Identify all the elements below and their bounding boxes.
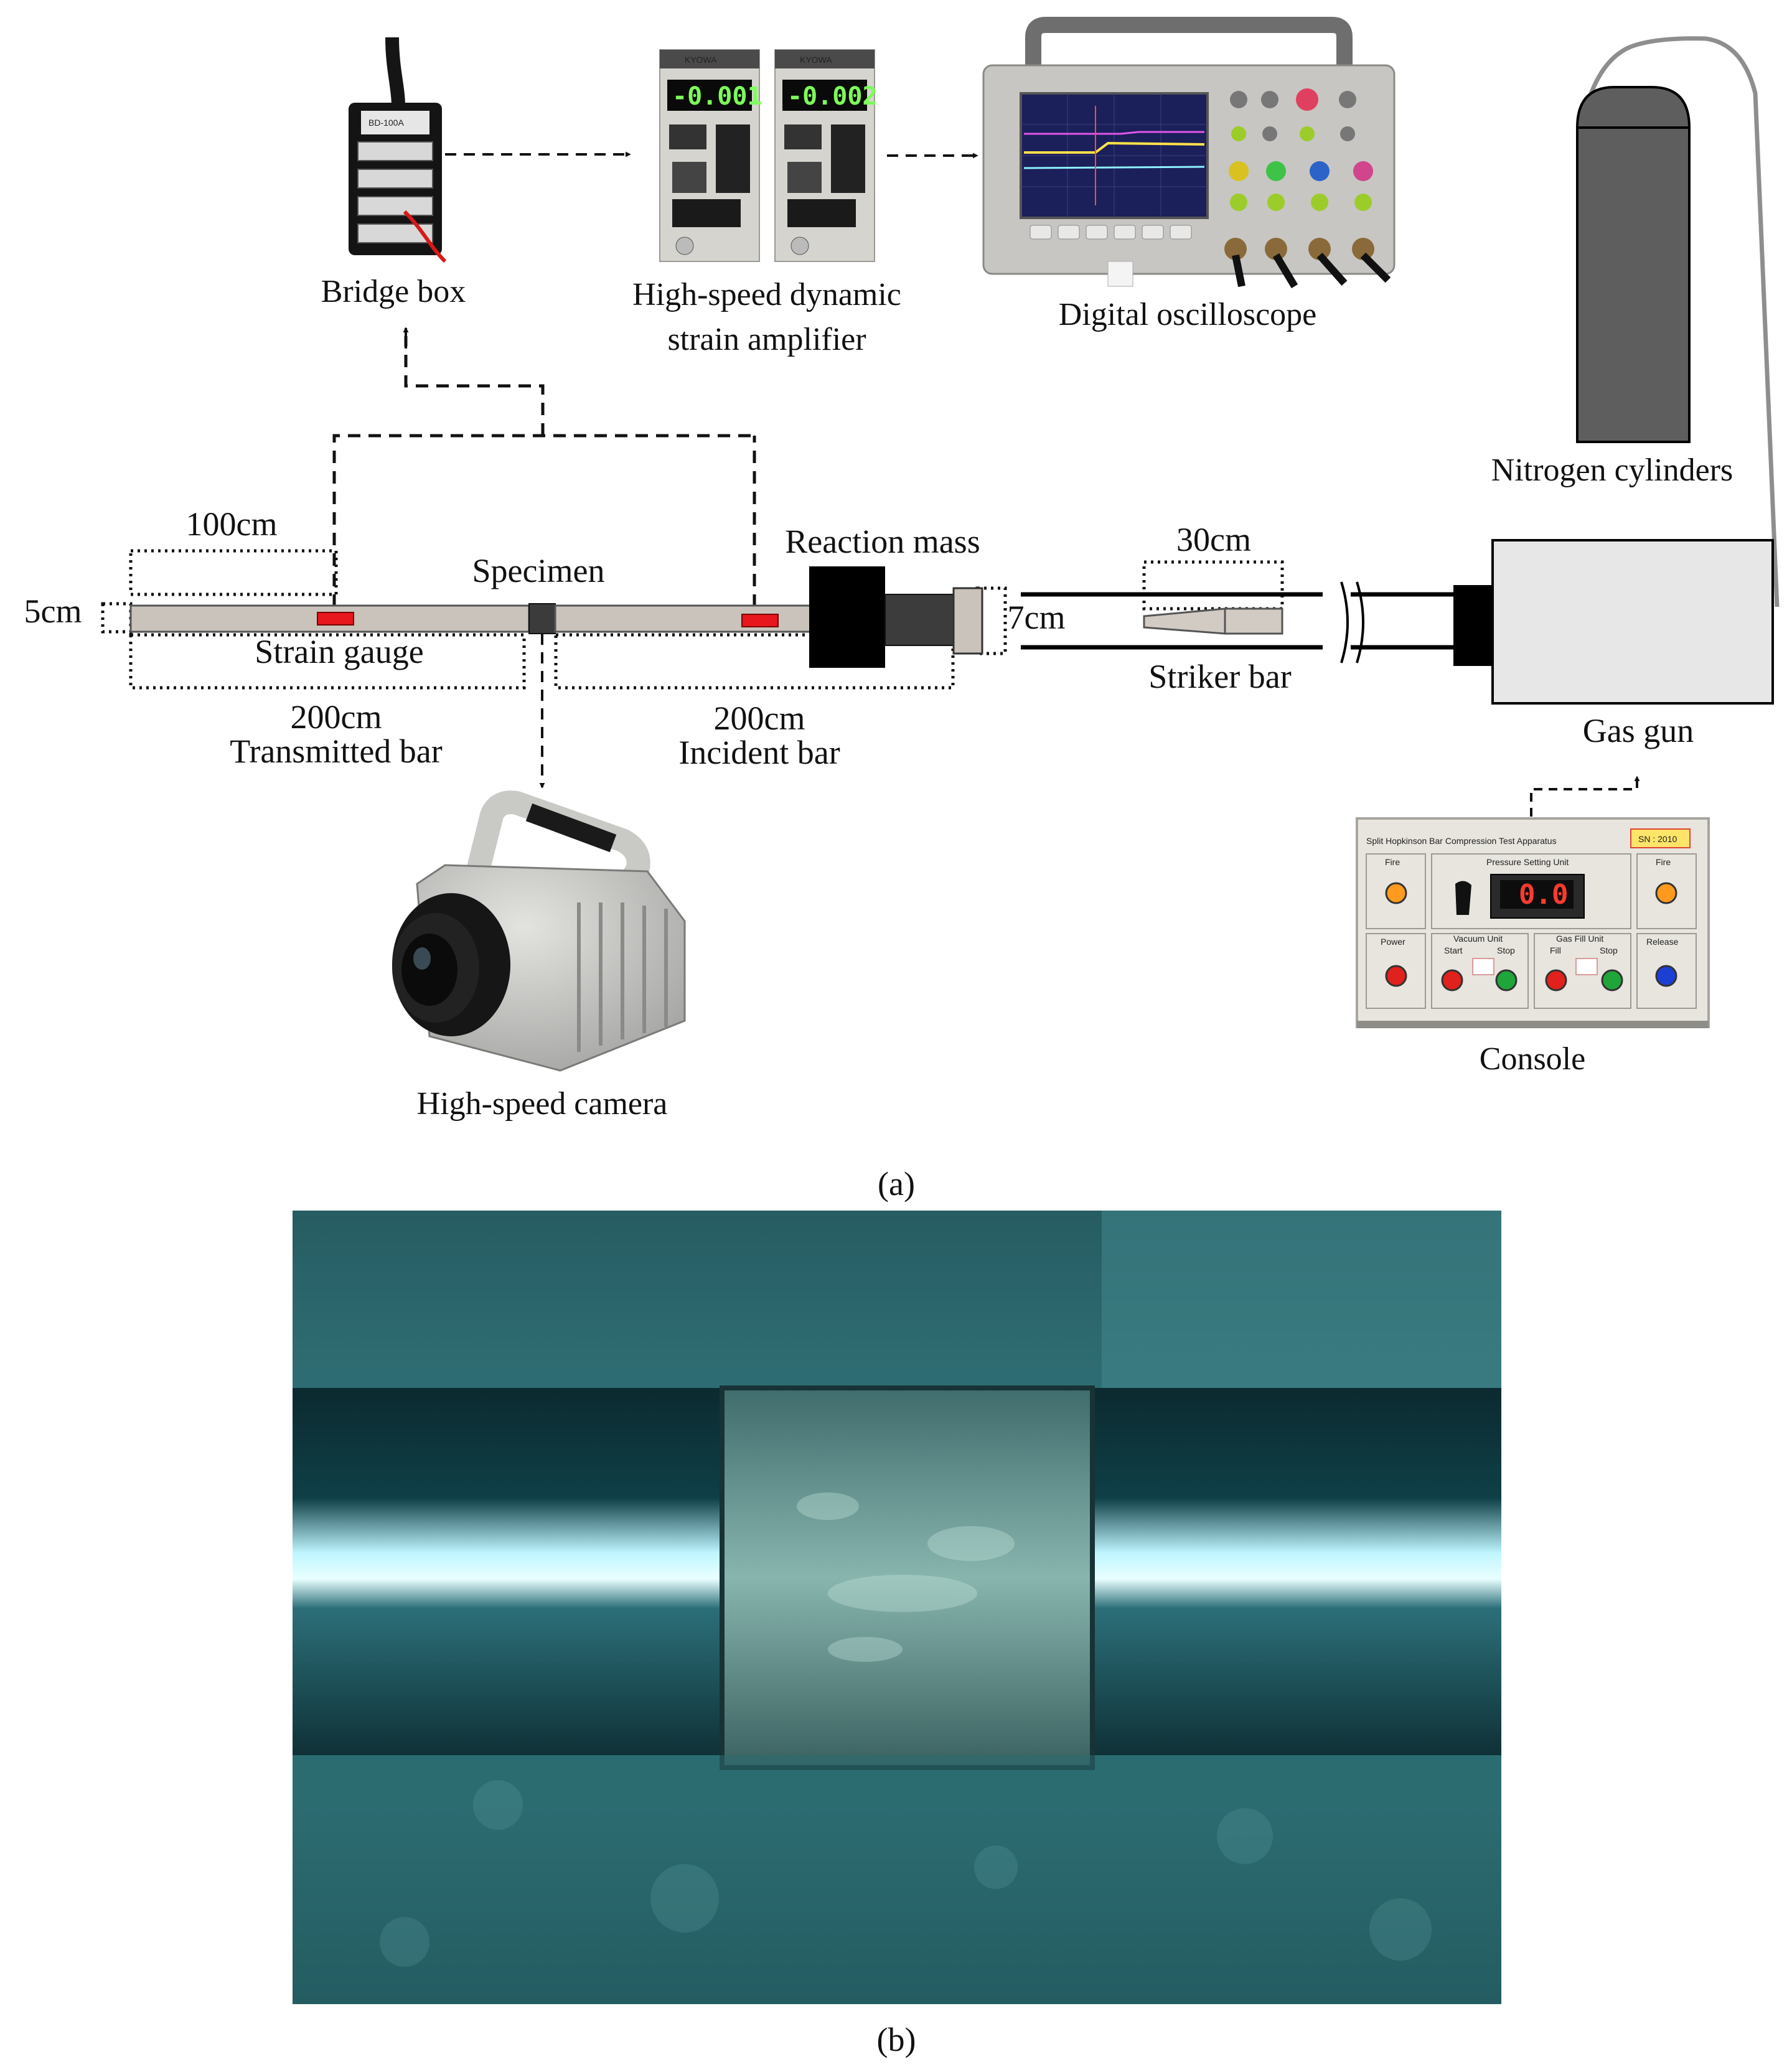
panel-label-a: (a) xyxy=(878,1165,915,1202)
gun-barrel xyxy=(1021,581,1457,663)
transmitted-length-label: 200cm xyxy=(291,698,382,736)
svg-text:KYOWA: KYOWA xyxy=(685,55,717,65)
barrel-diameter-label: 7cm xyxy=(1008,599,1066,636)
console-label: Console xyxy=(1480,1041,1585,1077)
reaction-mass-label: Reaction mass xyxy=(785,523,980,560)
bridge-box-label: Bridge box xyxy=(321,274,466,309)
amplifier-label-line1: High-speed dynamic xyxy=(632,277,901,312)
svg-text:Stop: Stop xyxy=(1600,945,1618,955)
strain-gauge-transmitted xyxy=(317,612,354,626)
bridge-box-device: BD-100A xyxy=(349,37,447,263)
svg-text:Power: Power xyxy=(1381,937,1405,947)
specimen xyxy=(528,603,556,634)
strain-gauge-label: Strain gauge xyxy=(255,633,423,670)
strain-gauge-incident xyxy=(741,614,779,627)
bar-diameter-label: 5cm xyxy=(24,593,82,630)
console-device: Split Hopkinson Bar Compression Test App… xyxy=(1356,817,1710,1028)
amplifier-label-line2: strain amplifier xyxy=(667,322,866,357)
svg-text:Pressure Setting Unit: Pressure Setting Unit xyxy=(1486,857,1569,867)
gas-gun-valve xyxy=(1453,585,1493,666)
svg-text:Start: Start xyxy=(1444,945,1463,955)
incident-length-label: 200cm xyxy=(714,700,805,737)
svg-text:Gas Fill Unit: Gas Fill Unit xyxy=(1556,934,1603,944)
nitrogen-label: Nitrogen cylinders xyxy=(1491,452,1733,488)
gas-gun-label: Gas gun xyxy=(1583,712,1694,749)
reaction-mass-adapter xyxy=(884,594,954,646)
gauge-distance-label: 100cm xyxy=(186,505,278,543)
svg-text:Fire: Fire xyxy=(1385,857,1400,867)
oscilloscope-label: Digital oscilloscope xyxy=(1059,297,1316,332)
strain-amplifier-device: KYOWA -0.001 KYOWA -0.002 xyxy=(659,49,878,262)
arrow-console-to-gas-gun xyxy=(1530,776,1640,817)
gas-gun-body xyxy=(1491,539,1774,705)
amp1-readout: -0.001 xyxy=(672,82,762,111)
reaction-mass xyxy=(809,566,885,668)
svg-text:Stop: Stop xyxy=(1497,945,1515,955)
specimen-photo xyxy=(293,1211,1501,2004)
bar-end-flange xyxy=(952,587,983,655)
console-display: 0.0 xyxy=(1519,879,1568,911)
amp2-readout: -0.002 xyxy=(787,82,878,111)
specimen-label: Specimen xyxy=(472,552,605,589)
striker-bar xyxy=(1143,607,1283,635)
oscilloscope-device xyxy=(982,17,1396,289)
svg-text:KYOWA: KYOWA xyxy=(800,55,832,65)
high-speed-camera xyxy=(392,790,686,1072)
gauge-signal-lines xyxy=(332,336,756,607)
incident-bar-label: Incident bar xyxy=(678,734,840,771)
transmitted-bar-label: Transmitted bar xyxy=(230,733,442,770)
striker-bar-label: Striker bar xyxy=(1148,658,1291,695)
svg-text:Fill: Fill xyxy=(1550,945,1561,955)
svg-text:Fire: Fire xyxy=(1656,857,1671,867)
svg-text:Vacuum Unit: Vacuum Unit xyxy=(1453,934,1503,944)
dimension-brackets xyxy=(101,549,1284,690)
panel-label-b: (b) xyxy=(877,2021,916,2058)
camera-label: High-speed camera xyxy=(417,1086,668,1122)
console-title: Split Hopkinson Bar Compression Test App… xyxy=(1366,836,1557,846)
striker-length-label: 30cm xyxy=(1176,521,1251,558)
svg-text:Release: Release xyxy=(1646,937,1679,947)
svg-text:BD-100A: BD-100A xyxy=(368,118,404,128)
console-serial: SN : 2010 xyxy=(1638,834,1677,844)
nitrogen-cylinder xyxy=(1575,36,1780,607)
